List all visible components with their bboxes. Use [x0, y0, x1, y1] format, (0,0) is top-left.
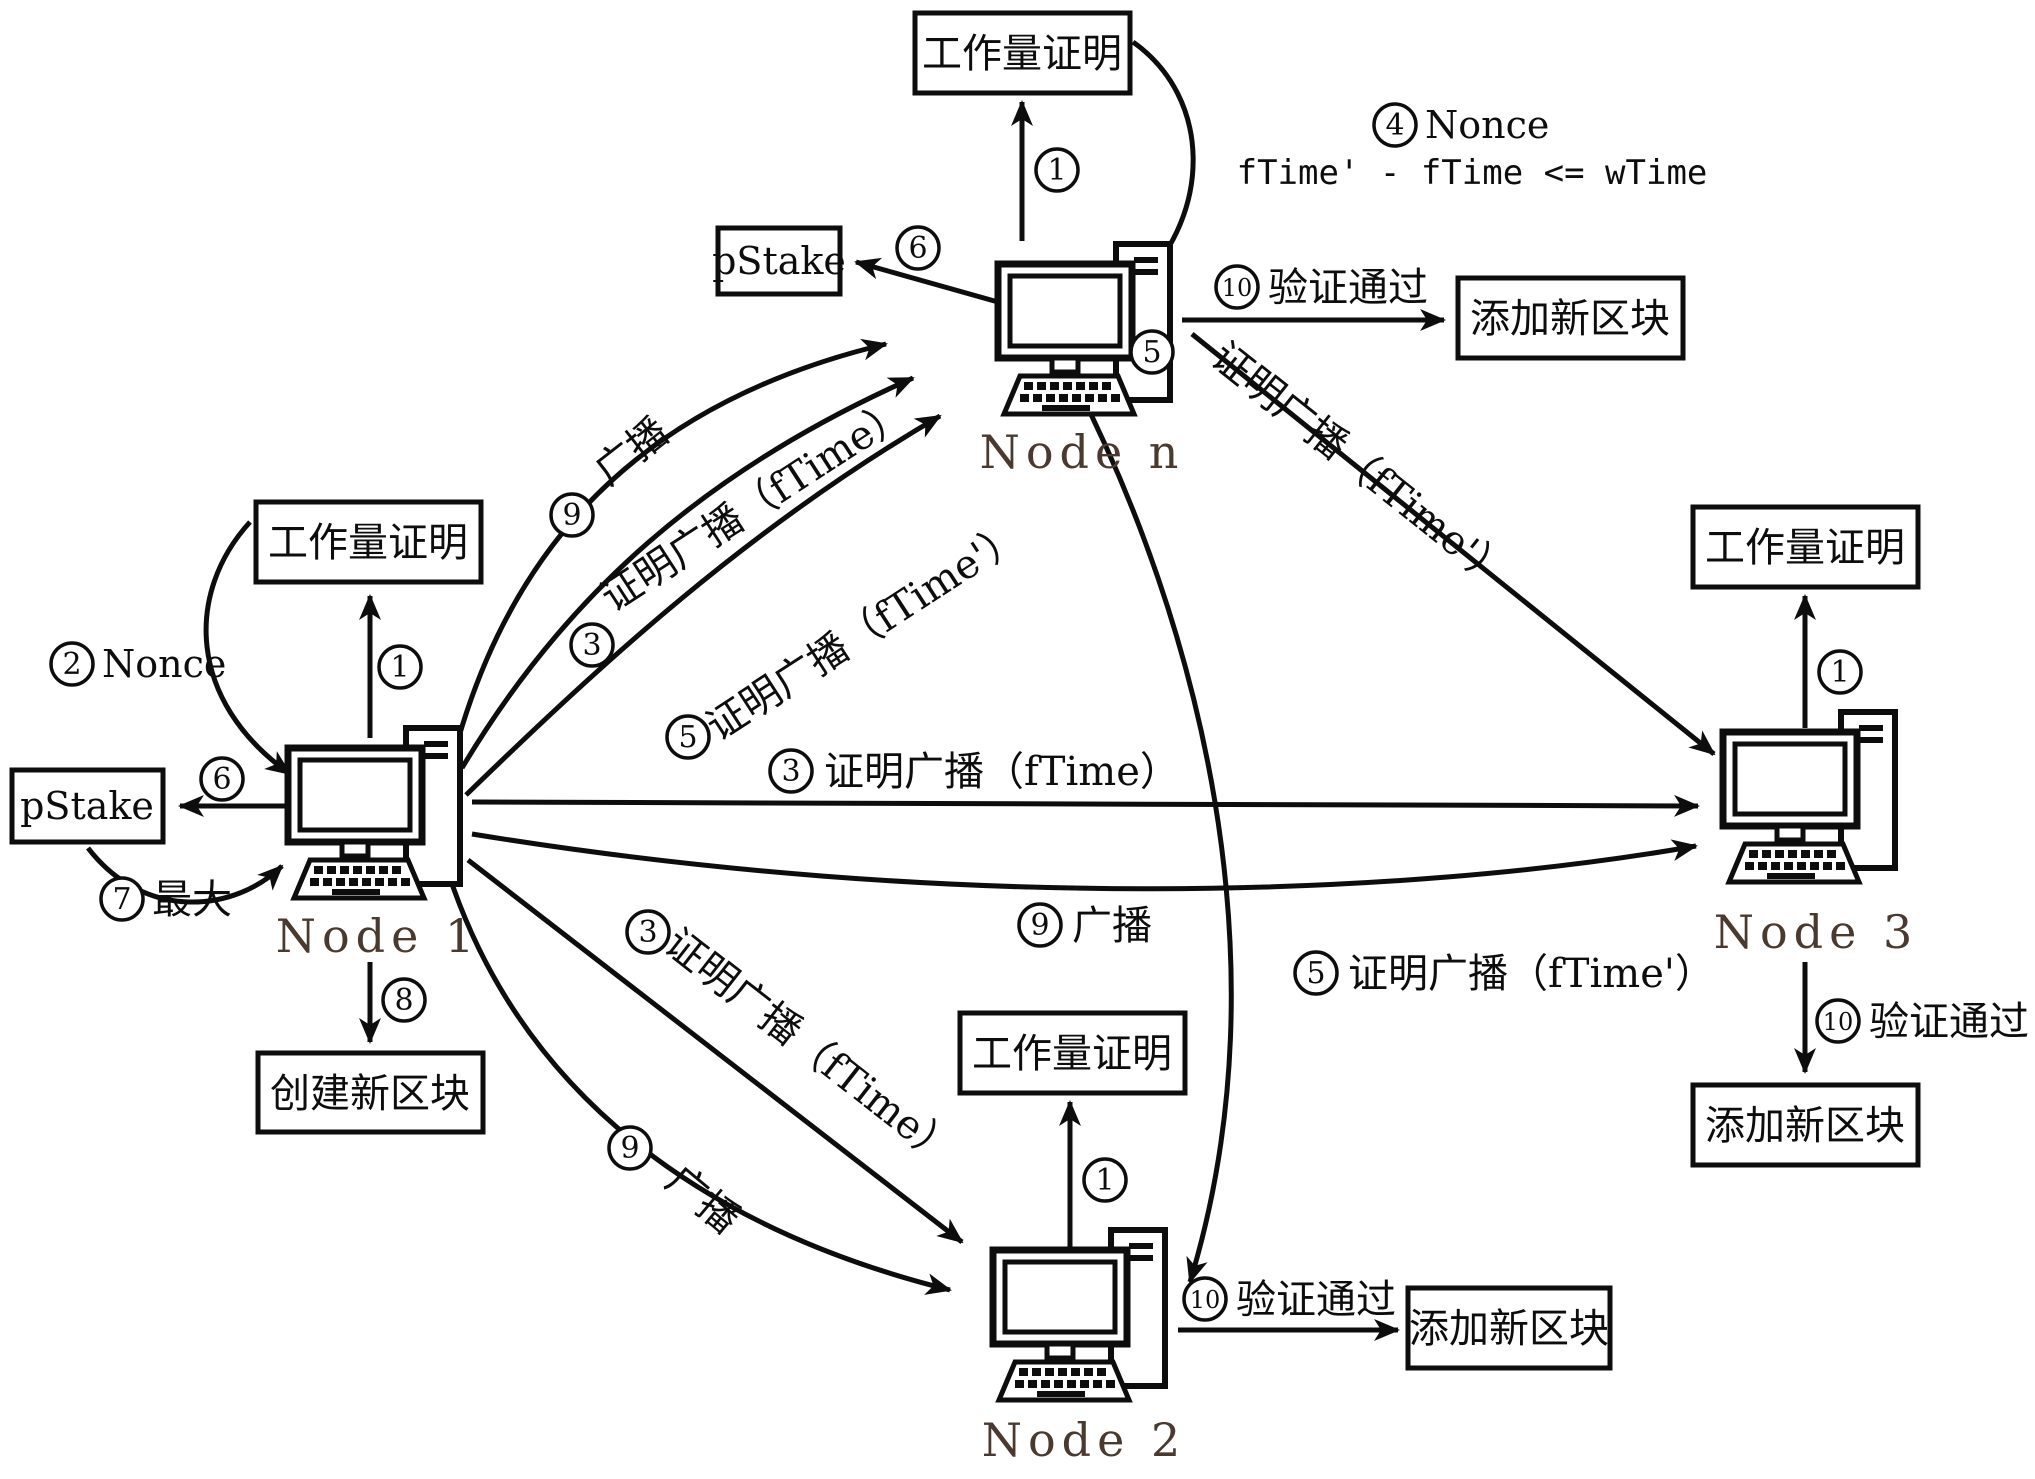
node1-label: Node 1: [276, 909, 481, 963]
pow-box-node1-text: 工作量证明: [268, 520, 468, 566]
svg-text:6: 6: [908, 231, 927, 266]
pow-box-node2-text: 工作量证明: [972, 1031, 1172, 1077]
create-block-box-node1: 创建新区块: [255, 1050, 486, 1135]
step7-max-label: 7 最大: [99, 876, 232, 923]
step2-nonce-label: 2 Nonce: [49, 641, 226, 687]
step3-label-node1-node3: 3 证明广播（fTime）: [768, 748, 1180, 795]
computer-icon-noden: [998, 244, 1170, 414]
svg-text:10: 10: [1823, 1008, 1854, 1036]
arrow-step2-nonce-curve-node1: [203, 520, 292, 777]
step3-proof-text-13: 证明广播（fTime）: [824, 749, 1180, 795]
step5-proof-text-n3: 证明广播（fTime'）: [1202, 334, 1518, 598]
step10-verify-text-n: 验证通过: [1268, 265, 1428, 311]
svg-text:9: 9: [620, 1131, 639, 1166]
pstake-box-noden-text: pStake: [712, 239, 846, 283]
step10-label-noden: 10 验证通过: [1214, 264, 1428, 311]
step1-badge-node3: 1: [1817, 649, 1863, 695]
step3-proof-text-12: 证明广播（fTime）: [656, 920, 965, 1175]
arrow-step6-noden-to-pstake: [854, 257, 999, 305]
svg-text:9: 9: [1030, 908, 1049, 943]
svg-text:7: 7: [112, 882, 131, 917]
step2-nonce-text: Nonce: [102, 642, 226, 686]
add-block-box-node2-text: 添加新区块: [1409, 1306, 1609, 1352]
svg-text:5: 5: [1306, 956, 1325, 991]
arrow-step9-broadcast-node1-to-node3: [471, 831, 1698, 892]
pow-box-node3: 工作量证明: [1690, 504, 1921, 590]
arrow-step3-proof-node1-to-node3: [471, 794, 1700, 817]
step5-proof-text-n2: 证明广播（fTime'）: [1348, 951, 1715, 997]
step1-badge-node1: 1: [377, 644, 423, 690]
step9-broadcast-text-13: 广播: [1072, 903, 1152, 949]
pow-box-noden: 工作量证明: [912, 10, 1133, 96]
step1-badge-noden: 1: [1034, 147, 1080, 193]
step10-label-node2: 10 验证通过: [1182, 1276, 1396, 1323]
pow-box-node2: 工作量证明: [957, 1010, 1188, 1096]
pstake-box-noden: pStake: [712, 225, 846, 297]
time-constraint-text: fTime' - fTime <= wTime: [1237, 153, 1708, 193]
pstake-box-node1: pStake: [9, 767, 166, 845]
computer-icon-node1: [288, 728, 460, 898]
svg-text:3: 3: [638, 915, 657, 950]
svg-text:10: 10: [1190, 1286, 1221, 1314]
add-block-box-node3-text: 添加新区块: [1705, 1103, 1905, 1149]
pow-box-node3-text: 工作量证明: [1705, 525, 1905, 571]
step6-badge-node1: 6: [199, 756, 245, 802]
svg-text:5: 5: [1142, 335, 1161, 370]
svg-text:6: 6: [212, 762, 231, 797]
node2-label: Node 2: [982, 1413, 1187, 1467]
step10-verify-text-2: 验证通过: [1236, 1277, 1396, 1323]
svg-text:1: 1: [1047, 153, 1066, 188]
create-block-box-node1-text: 创建新区块: [270, 1071, 470, 1117]
arrow-step7-pstake-to-node1: [86, 846, 284, 905]
step10-label-node3: 10 验证通过: [1815, 998, 2029, 1045]
step9-broadcast-text-1n: 广播: [586, 409, 677, 495]
svg-text:10: 10: [1222, 274, 1253, 302]
step9-label-node1-node2: 9 广播: [607, 1125, 748, 1243]
step9-label-node1-noden: 9 广播: [549, 409, 678, 538]
step7-max-text: 最大: [152, 877, 232, 923]
arrow-step3-proof-node1-to-noden: [459, 375, 915, 770]
arrow-step3-proof-node1-to-node2: [466, 858, 964, 1244]
step5-label-noden-node2: 5 证明广播（fTime'）: [1293, 950, 1715, 997]
noden-label: Node n: [980, 425, 1185, 479]
step1-badge-node2: 1: [1082, 1157, 1128, 1203]
svg-text:8: 8: [394, 983, 413, 1018]
add-block-box-node2: 添加新区块: [1405, 1285, 1613, 1371]
svg-text:2: 2: [62, 647, 81, 682]
step5-label-noden-node3: 5 证明广播（fTime'）: [1129, 329, 1518, 598]
step9-label-node1-node3: 9 广播: [1017, 902, 1152, 949]
svg-text:9: 9: [562, 498, 581, 533]
arrow-step9-broadcast-node1-to-noden: [455, 338, 888, 741]
computer-icon-node2: [993, 1230, 1165, 1400]
step10-verify-text-3: 验证通过: [1869, 999, 2029, 1045]
arrow-step5-proof-noden-to-node3: [1190, 332, 1716, 756]
step4-nonce-text: Nonce: [1425, 103, 1549, 147]
add-block-box-noden: 添加新区块: [1455, 275, 1686, 361]
add-block-box-noden-text: 添加新区块: [1470, 296, 1670, 342]
step3-label-node1-node2: 3 证明广播（fTime）: [625, 909, 965, 1175]
arrow-step5-proof-noden-to-node2: [1073, 382, 1234, 1284]
node3-label: Node 3: [1714, 905, 1919, 959]
svg-text:4: 4: [1385, 108, 1404, 143]
pstake-box-node1-text: pStake: [20, 784, 154, 828]
svg-text:1: 1: [1095, 1163, 1114, 1198]
svg-text:3: 3: [582, 628, 601, 663]
svg-text:1: 1: [1830, 655, 1849, 690]
step6-badge-noden: 6: [895, 225, 941, 271]
svg-text:1: 1: [390, 650, 409, 685]
step4-nonce-label: 4 Nonce fTime' - fTime <= wTime: [1237, 102, 1708, 193]
computer-icon-node3: [1723, 712, 1895, 882]
step8-badge-node1: 8: [381, 977, 427, 1023]
pow-box-noden-text: 工作量证明: [922, 31, 1122, 77]
svg-text:3: 3: [781, 754, 800, 789]
add-block-box-node3: 添加新区块: [1690, 1082, 1921, 1168]
pow-box-node1: 工作量证明: [253, 499, 484, 585]
arrow-step5-proof-node1-to-noden: [464, 413, 942, 797]
svg-text:5: 5: [678, 720, 697, 755]
